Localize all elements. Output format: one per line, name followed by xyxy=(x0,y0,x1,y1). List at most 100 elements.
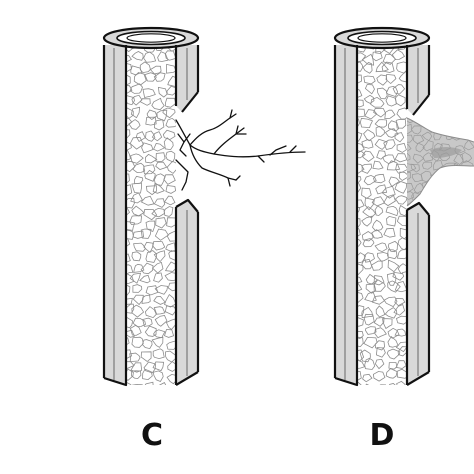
cell xyxy=(126,337,130,346)
cell xyxy=(129,83,143,94)
cell xyxy=(439,152,450,161)
cell xyxy=(363,174,377,186)
tube-d-cell-texture xyxy=(357,45,407,385)
cell xyxy=(373,173,386,184)
cell xyxy=(429,118,442,121)
cell xyxy=(363,129,376,142)
tube-c-core xyxy=(126,45,176,385)
cell xyxy=(386,272,397,286)
cell xyxy=(461,184,472,193)
cell xyxy=(164,329,175,338)
cell xyxy=(139,61,151,74)
cell xyxy=(384,109,396,119)
cell xyxy=(141,339,153,350)
cell xyxy=(395,360,407,369)
cell xyxy=(152,348,165,360)
cell xyxy=(139,98,151,106)
cell xyxy=(126,173,130,185)
cell xyxy=(165,117,176,128)
cell xyxy=(394,132,405,143)
cell xyxy=(131,182,142,194)
cell xyxy=(165,185,176,194)
cell xyxy=(422,118,434,122)
cell xyxy=(362,373,373,383)
cell xyxy=(152,182,165,194)
cell xyxy=(420,191,433,202)
cell xyxy=(394,153,407,163)
cell xyxy=(379,384,387,385)
cell xyxy=(420,170,433,183)
cell xyxy=(361,306,374,319)
cell xyxy=(130,383,143,385)
cell xyxy=(382,318,393,330)
cell xyxy=(126,197,135,209)
cell xyxy=(357,276,363,284)
cell xyxy=(433,160,444,171)
cell xyxy=(357,52,367,63)
cell xyxy=(372,160,384,170)
cell xyxy=(164,50,176,61)
cell xyxy=(383,227,396,238)
cell xyxy=(461,118,473,121)
cell xyxy=(451,183,461,195)
cell xyxy=(163,174,176,185)
cell xyxy=(133,242,147,252)
cell xyxy=(131,94,143,106)
cell xyxy=(167,361,176,372)
cell xyxy=(357,336,364,348)
cell xyxy=(373,316,385,327)
cell xyxy=(371,260,383,271)
cell xyxy=(357,61,364,72)
cell xyxy=(153,173,166,186)
cell xyxy=(130,362,143,373)
cell xyxy=(357,206,361,215)
cell xyxy=(139,274,151,284)
cell xyxy=(126,317,134,329)
cell xyxy=(141,294,151,304)
cell xyxy=(407,143,412,153)
cell xyxy=(443,194,453,205)
tube-d xyxy=(333,26,431,387)
cell xyxy=(154,285,169,295)
cell xyxy=(442,120,454,131)
cell xyxy=(142,368,153,381)
cell xyxy=(407,183,414,193)
cell xyxy=(144,381,154,385)
cell xyxy=(154,228,169,241)
cell xyxy=(143,164,156,175)
cell xyxy=(163,137,174,151)
cell xyxy=(126,74,131,86)
cell xyxy=(140,228,152,239)
cell xyxy=(126,221,136,231)
cell xyxy=(142,88,156,98)
spreading-mass xyxy=(406,117,474,207)
cell xyxy=(145,130,156,142)
cell xyxy=(126,329,135,338)
cell xyxy=(407,123,413,135)
cell xyxy=(453,170,462,181)
cell xyxy=(128,119,141,130)
cell xyxy=(140,195,155,206)
cell xyxy=(357,99,364,108)
cell xyxy=(155,152,166,163)
cell xyxy=(164,350,176,363)
cell xyxy=(129,324,142,336)
cell xyxy=(357,88,363,98)
cell xyxy=(385,73,397,85)
cell xyxy=(396,380,406,385)
cell xyxy=(381,61,395,73)
cell xyxy=(407,163,417,172)
cell xyxy=(166,63,176,74)
cell xyxy=(434,142,443,151)
cell xyxy=(432,204,443,206)
cell xyxy=(126,62,132,73)
cell xyxy=(144,325,157,337)
cell xyxy=(383,296,398,308)
cell xyxy=(153,250,166,263)
cell xyxy=(359,117,374,129)
cell xyxy=(410,125,422,135)
cell xyxy=(159,382,167,385)
cell xyxy=(396,45,407,51)
cell xyxy=(357,331,364,339)
